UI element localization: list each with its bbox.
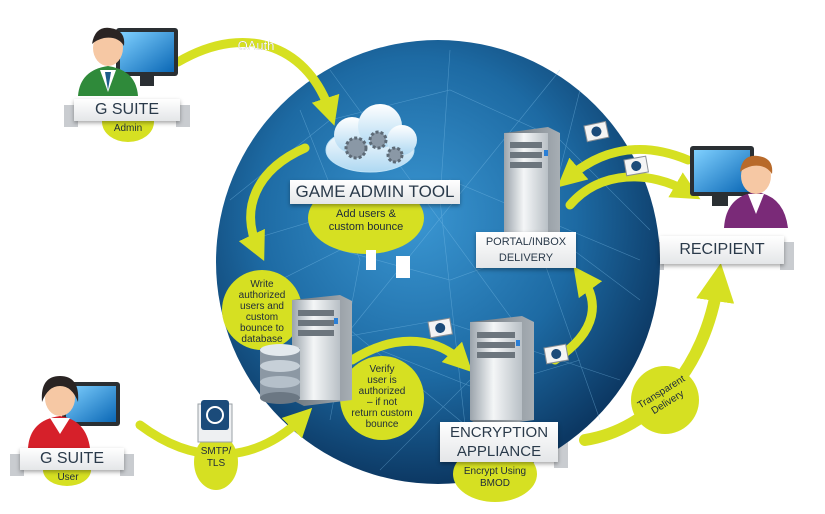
game-admin-tool-title: GAME ADMIN TOOL: [295, 182, 455, 201]
portal-ribbon: PORTAL/INBOX DELIVERY: [466, 232, 586, 274]
bubble-verify: [340, 356, 424, 440]
arrow-portal-to-recipient: [565, 172, 701, 210]
gsuite-user-title: G SUITE: [39, 450, 104, 467]
portal-line: PORTAL/INBOX: [485, 236, 567, 248]
bubble-smtp: [194, 434, 238, 490]
write-db-line: authorized: [238, 290, 286, 301]
envelope-icon: [427, 317, 454, 339]
server-database-icon: [292, 295, 352, 406]
cloud-gears-icon: [325, 104, 417, 173]
envelope-icon: [623, 155, 650, 177]
portal-line: DELIVERY: [498, 252, 554, 264]
recipient-title: RECIPIENT: [679, 241, 765, 258]
gsuite-admin-ribbon: G SUITE: [64, 99, 190, 127]
gsuite-admin-title: G SUITE: [94, 101, 159, 118]
write-db-text: Write authorized users and custom bounce…: [226, 279, 298, 345]
arrow-recipient-to-portal: [557, 145, 693, 188]
arrow-admin-tool-to-db: [238, 143, 310, 262]
bubble-transparent: [631, 366, 699, 434]
verify-line: authorized: [358, 386, 406, 397]
envelope-icon: [543, 343, 570, 365]
admin-person-icon: [78, 27, 178, 96]
write-db-line: users and: [240, 301, 284, 312]
oauth-label: OAuth: [237, 38, 275, 53]
envelope-icon: [197, 400, 233, 443]
user-person-icon: [28, 376, 120, 448]
verify-line: bounce: [365, 419, 399, 430]
encrypt-using-line: BMOD: [480, 478, 510, 489]
encrypt-using-text: Encrypt Using BMOD: [452, 466, 538, 490]
encryption-ribbon: ENCRYPTION APPLIANCE: [430, 422, 568, 468]
server-portal-icon: [504, 127, 560, 240]
arrow-db-to-appliance: [347, 336, 473, 373]
server-appliance-icon: [470, 316, 534, 427]
verify-line: return custom: [351, 408, 413, 419]
arrow-oauth: [173, 38, 340, 126]
game-admin-tool-ribbon: GAME ADMIN TOOL: [280, 180, 470, 210]
gsuite-user-ribbon: G SUITE: [10, 448, 134, 476]
smtp-line: SMTP/: [200, 446, 232, 457]
arrow-appliance-to-portal: [550, 266, 603, 365]
smtp-line: TLS: [206, 458, 226, 469]
recipient-person-icon: [690, 146, 788, 228]
verify-line: user is: [367, 375, 397, 386]
write-db-line: Write: [250, 279, 274, 290]
document-icon: [366, 250, 410, 278]
recipient-ribbon: RECIPIENT: [650, 236, 794, 270]
write-db-line: bounce to: [240, 323, 284, 334]
database-icon: [260, 344, 300, 404]
arrows: [135, 38, 735, 459]
globe: [216, 40, 660, 484]
smtp-text: SMTP/ TLS: [196, 446, 236, 470]
verify-line: – if not: [366, 397, 398, 408]
verify-line: Verify: [369, 364, 395, 375]
encryption-line: ENCRYPTION: [449, 424, 549, 441]
envelope-icon: [583, 120, 610, 143]
add-users-line: custom bounce: [328, 221, 404, 233]
envelope-icons: [197, 120, 650, 443]
write-db-line: database: [241, 334, 283, 345]
add-users-line: Add users &: [336, 208, 396, 220]
add-users-text: Add users & custom bounce: [318, 208, 414, 234]
gsuite-admin-sub: Admin: [113, 123, 143, 134]
write-db-line: custom: [245, 312, 279, 323]
encrypt-using-line: Encrypt Using: [463, 466, 527, 477]
gsuite-user-sub: User: [57, 472, 79, 483]
encryption-line: APPLIANCE: [456, 443, 542, 460]
bubble-write-db: [222, 270, 302, 350]
verify-text: Verify user is authorized – if not retur…: [344, 364, 420, 430]
